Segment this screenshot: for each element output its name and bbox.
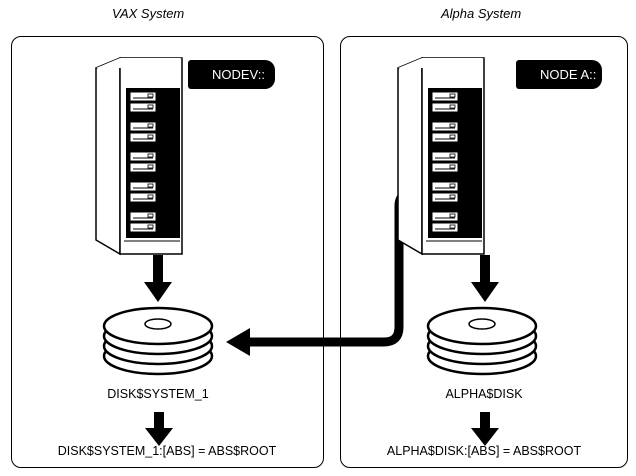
vax-down-arrow-1-shaft [153,255,163,284]
vax-down-arrow-2-shaft [154,412,164,432]
vax-down-arrow-1-head [144,282,172,302]
alpha-node-label: NODE A:: [516,60,603,89]
vax-mapping-label: DISK$SYSTEM_1:[ABS] = ABS$ROOT [57,444,277,458]
alpha-system-panel [340,36,628,468]
vax-node-label: NODEV:: [188,60,275,89]
vax-down-arrow-2-head [145,428,173,446]
vax-system-panel [11,36,324,468]
vax-computer-icon [96,58,182,254]
alpha-down-arrow-1-head [471,282,499,302]
vax-disk-label: DISK$SYSTEM_1 [107,387,209,401]
alpha-down-arrow-2-shaft [480,412,490,432]
alpha-disk-label: ALPHA$DISK [445,387,523,401]
cluster-connection-arrowhead [226,328,250,356]
vax-system-title: VAX System [112,6,185,21]
cluster-connection-line [248,185,420,347]
alpha-down-arrow-1-shaft [480,255,490,284]
alpha-disk-icon [426,306,538,376]
vax-disk-icon [102,306,214,376]
alpha-computer-icon [398,58,484,254]
alpha-system-title: Alpha System [441,6,522,21]
alpha-down-arrow-2-head [471,428,499,446]
alpha-mapping-label: ALPHA$DISK:[ABS] = ABS$ROOT [386,444,582,458]
